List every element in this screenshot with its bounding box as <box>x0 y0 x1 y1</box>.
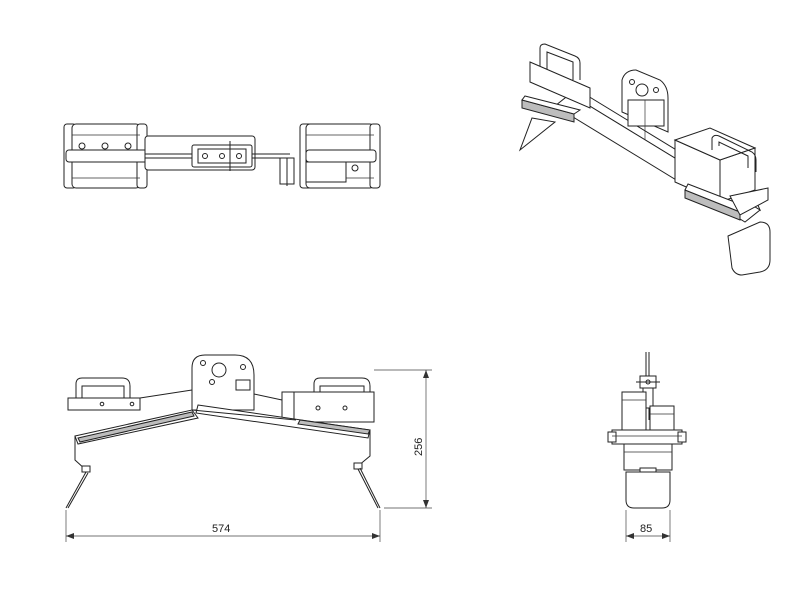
front-dimensions: 574 256 <box>65 369 432 542</box>
side-flap <box>625 471 671 509</box>
front-left-handle <box>75 377 131 398</box>
dimension-overall-width: 574 <box>212 523 230 535</box>
iso-right-handle <box>711 134 757 172</box>
side-dimensions: 85 <box>625 510 671 542</box>
front-hinge-plate <box>191 354 255 411</box>
front-right-pedal <box>281 391 375 423</box>
side-right-block <box>649 405 675 431</box>
iso-left-handle <box>539 43 581 80</box>
front-view <box>65 354 381 509</box>
top-view-hinge <box>191 141 253 171</box>
dimension-side-width: 85 <box>640 523 652 535</box>
side-body <box>623 443 673 471</box>
iso-left-spike <box>518 117 557 152</box>
top-view <box>63 123 381 189</box>
side-plate <box>611 429 683 445</box>
iso-right-flap <box>727 221 771 276</box>
side-left-box <box>621 391 647 433</box>
front-right-handle <box>313 377 371 396</box>
top-view-right-pedal <box>299 123 381 189</box>
top-view-left-pedal <box>63 123 149 189</box>
dimension-overall-height: 256 <box>413 438 425 456</box>
iso-left-pedal <box>529 61 591 109</box>
top-view-clamp <box>279 157 295 186</box>
isometric-view <box>518 43 771 276</box>
side-view <box>607 352 687 509</box>
